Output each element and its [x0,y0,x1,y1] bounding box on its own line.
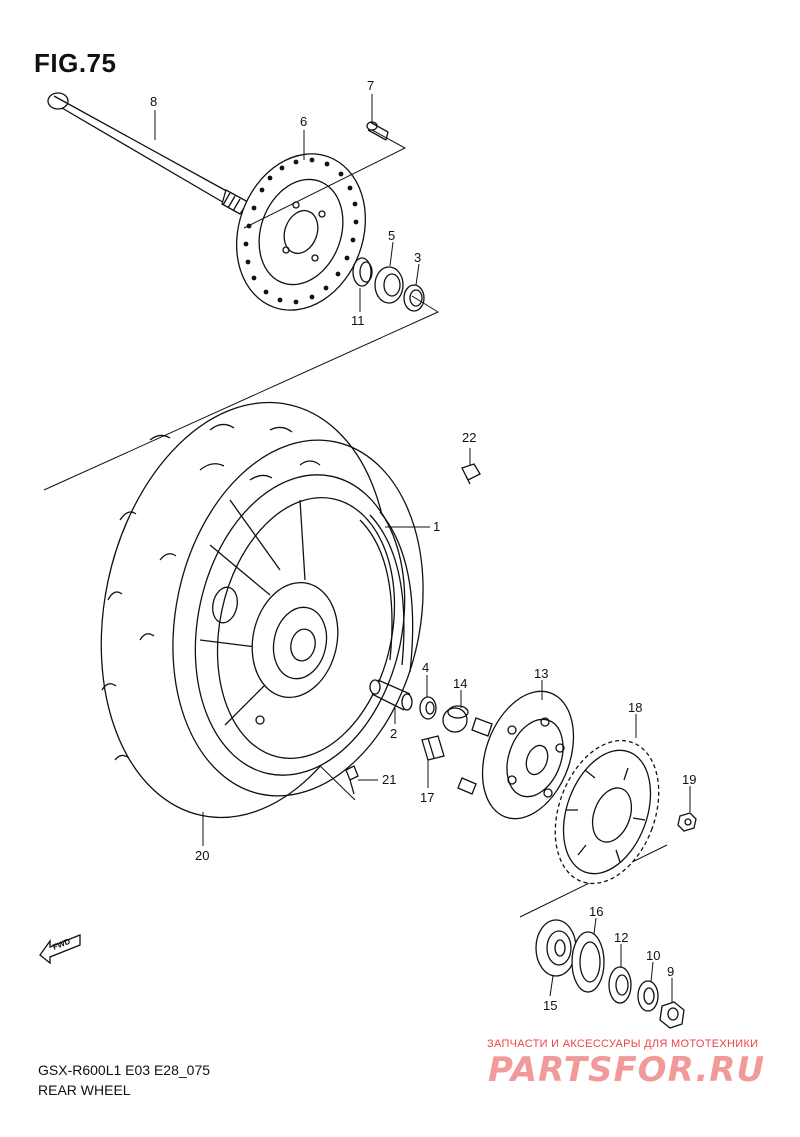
callout-7: 7 [367,78,374,93]
callout-11: 11 [351,313,365,328]
callout-18: 18 [628,700,642,715]
part-rear-sprocket [554,739,660,885]
part-spacer-11 [352,257,373,287]
callout-2: 2 [390,726,397,741]
part-brake-disc [235,153,367,311]
leader-lines [154,94,691,1002]
part-wheel-rim [194,474,414,776]
part-axle-nut-9 [659,1001,685,1029]
callout-3: 3 [414,250,421,265]
part-washer-10 [637,980,659,1012]
part-bearing-15 [535,919,577,977]
part-sprocket-nut-19 [677,812,697,832]
callout-8: 8 [150,94,157,109]
callout-19: 19 [682,772,696,787]
callout-1: 1 [433,519,440,534]
part-sprocket-carrier [457,690,575,820]
part-sleeve-14 [442,705,469,733]
part-valve-21 [345,765,359,795]
part-oil-seal-5 [374,266,404,304]
callout-16: 16 [589,904,603,919]
callout-20: 20 [195,848,209,863]
callout-numbers: 8 6 7 5 3 11 22 1 4 14 13 18 19 2 17 21 … [150,78,696,1013]
callout-15: 15 [543,998,557,1013]
callout-10: 10 [646,948,660,963]
callout-6: 6 [300,114,307,129]
part-axle [47,92,249,215]
callout-5: 5 [388,228,395,243]
part-oil-seal-16 [571,931,605,993]
part-damper-17 [421,735,445,761]
figure-caption: REAR WHEEL [38,1082,131,1098]
part-bearing-3 [403,284,425,312]
part-axle-spacer-2 [369,679,413,711]
callout-9: 9 [667,964,674,979]
callout-22: 22 [462,430,476,445]
callout-13: 13 [534,666,548,681]
watermark-tagline: ЗАПЧАСТИ И АКСЕССУАРЫ ДЛЯ МОТОТЕХНИКИ [487,1038,759,1050]
fwd-arrow-icon: FWD [39,934,81,965]
figure-title: FIG.75 [34,48,117,78]
model-code: GSX-R600L1 E03 E28_075 [38,1062,211,1078]
callout-21: 21 [382,772,396,787]
part-disc-bolt [366,121,389,141]
callout-4: 4 [422,660,429,675]
part-spacer-12 [608,966,632,1004]
callout-12: 12 [614,930,628,945]
part-bearing-4 [419,696,437,720]
part-clip-22 [461,463,481,485]
callout-17: 17 [420,790,434,805]
watermark-brand: PARTSFOR.RU [488,1050,766,1090]
callout-14: 14 [453,676,467,691]
